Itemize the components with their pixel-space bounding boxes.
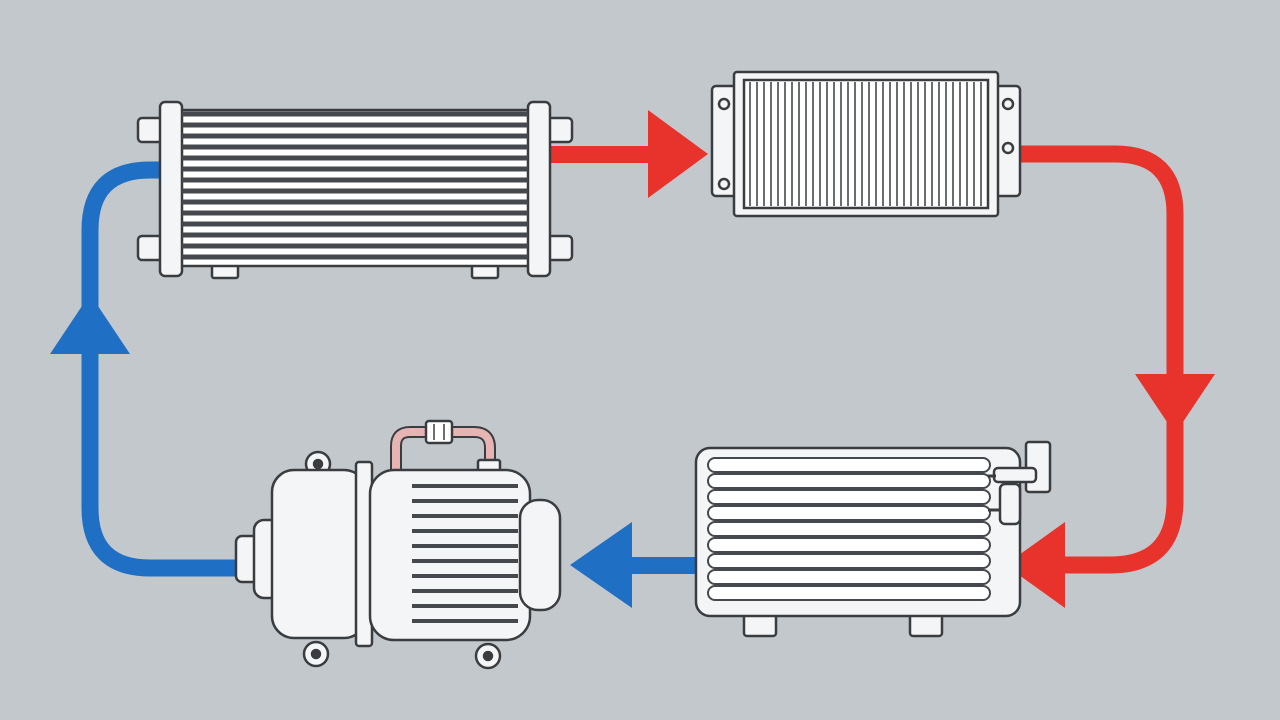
vertical-fin-radiator-icon (710, 70, 1022, 218)
left-arrow-head-red (1005, 522, 1065, 608)
blue-bottom-line (620, 557, 700, 574)
exchanger-fins (182, 111, 528, 260)
flow-coil-to-compressor (570, 522, 700, 608)
up-arrow-head (50, 294, 130, 354)
motor-cooling-fins (412, 484, 518, 623)
flow-compressor-to-top-exchanger (50, 161, 236, 577)
coil-tubes (707, 457, 991, 601)
radiator-fins (749, 82, 982, 206)
right-arrow-head (648, 110, 708, 198)
red-top-line (548, 146, 658, 163)
down-arrow-head (1135, 374, 1215, 434)
left-arrow-head-blue (570, 522, 632, 608)
coil-evaporator-icon (694, 440, 1052, 638)
flow-top-left-to-top-right (548, 110, 708, 198)
blue-return-line (81, 330, 236, 577)
compressor-motor-icon (234, 419, 562, 670)
blue-up-line (81, 161, 162, 350)
flow-top-right-to-coil (1005, 145, 1215, 608)
finned-heat-exchanger-icon (136, 100, 574, 280)
red-right-line (1020, 145, 1184, 574)
